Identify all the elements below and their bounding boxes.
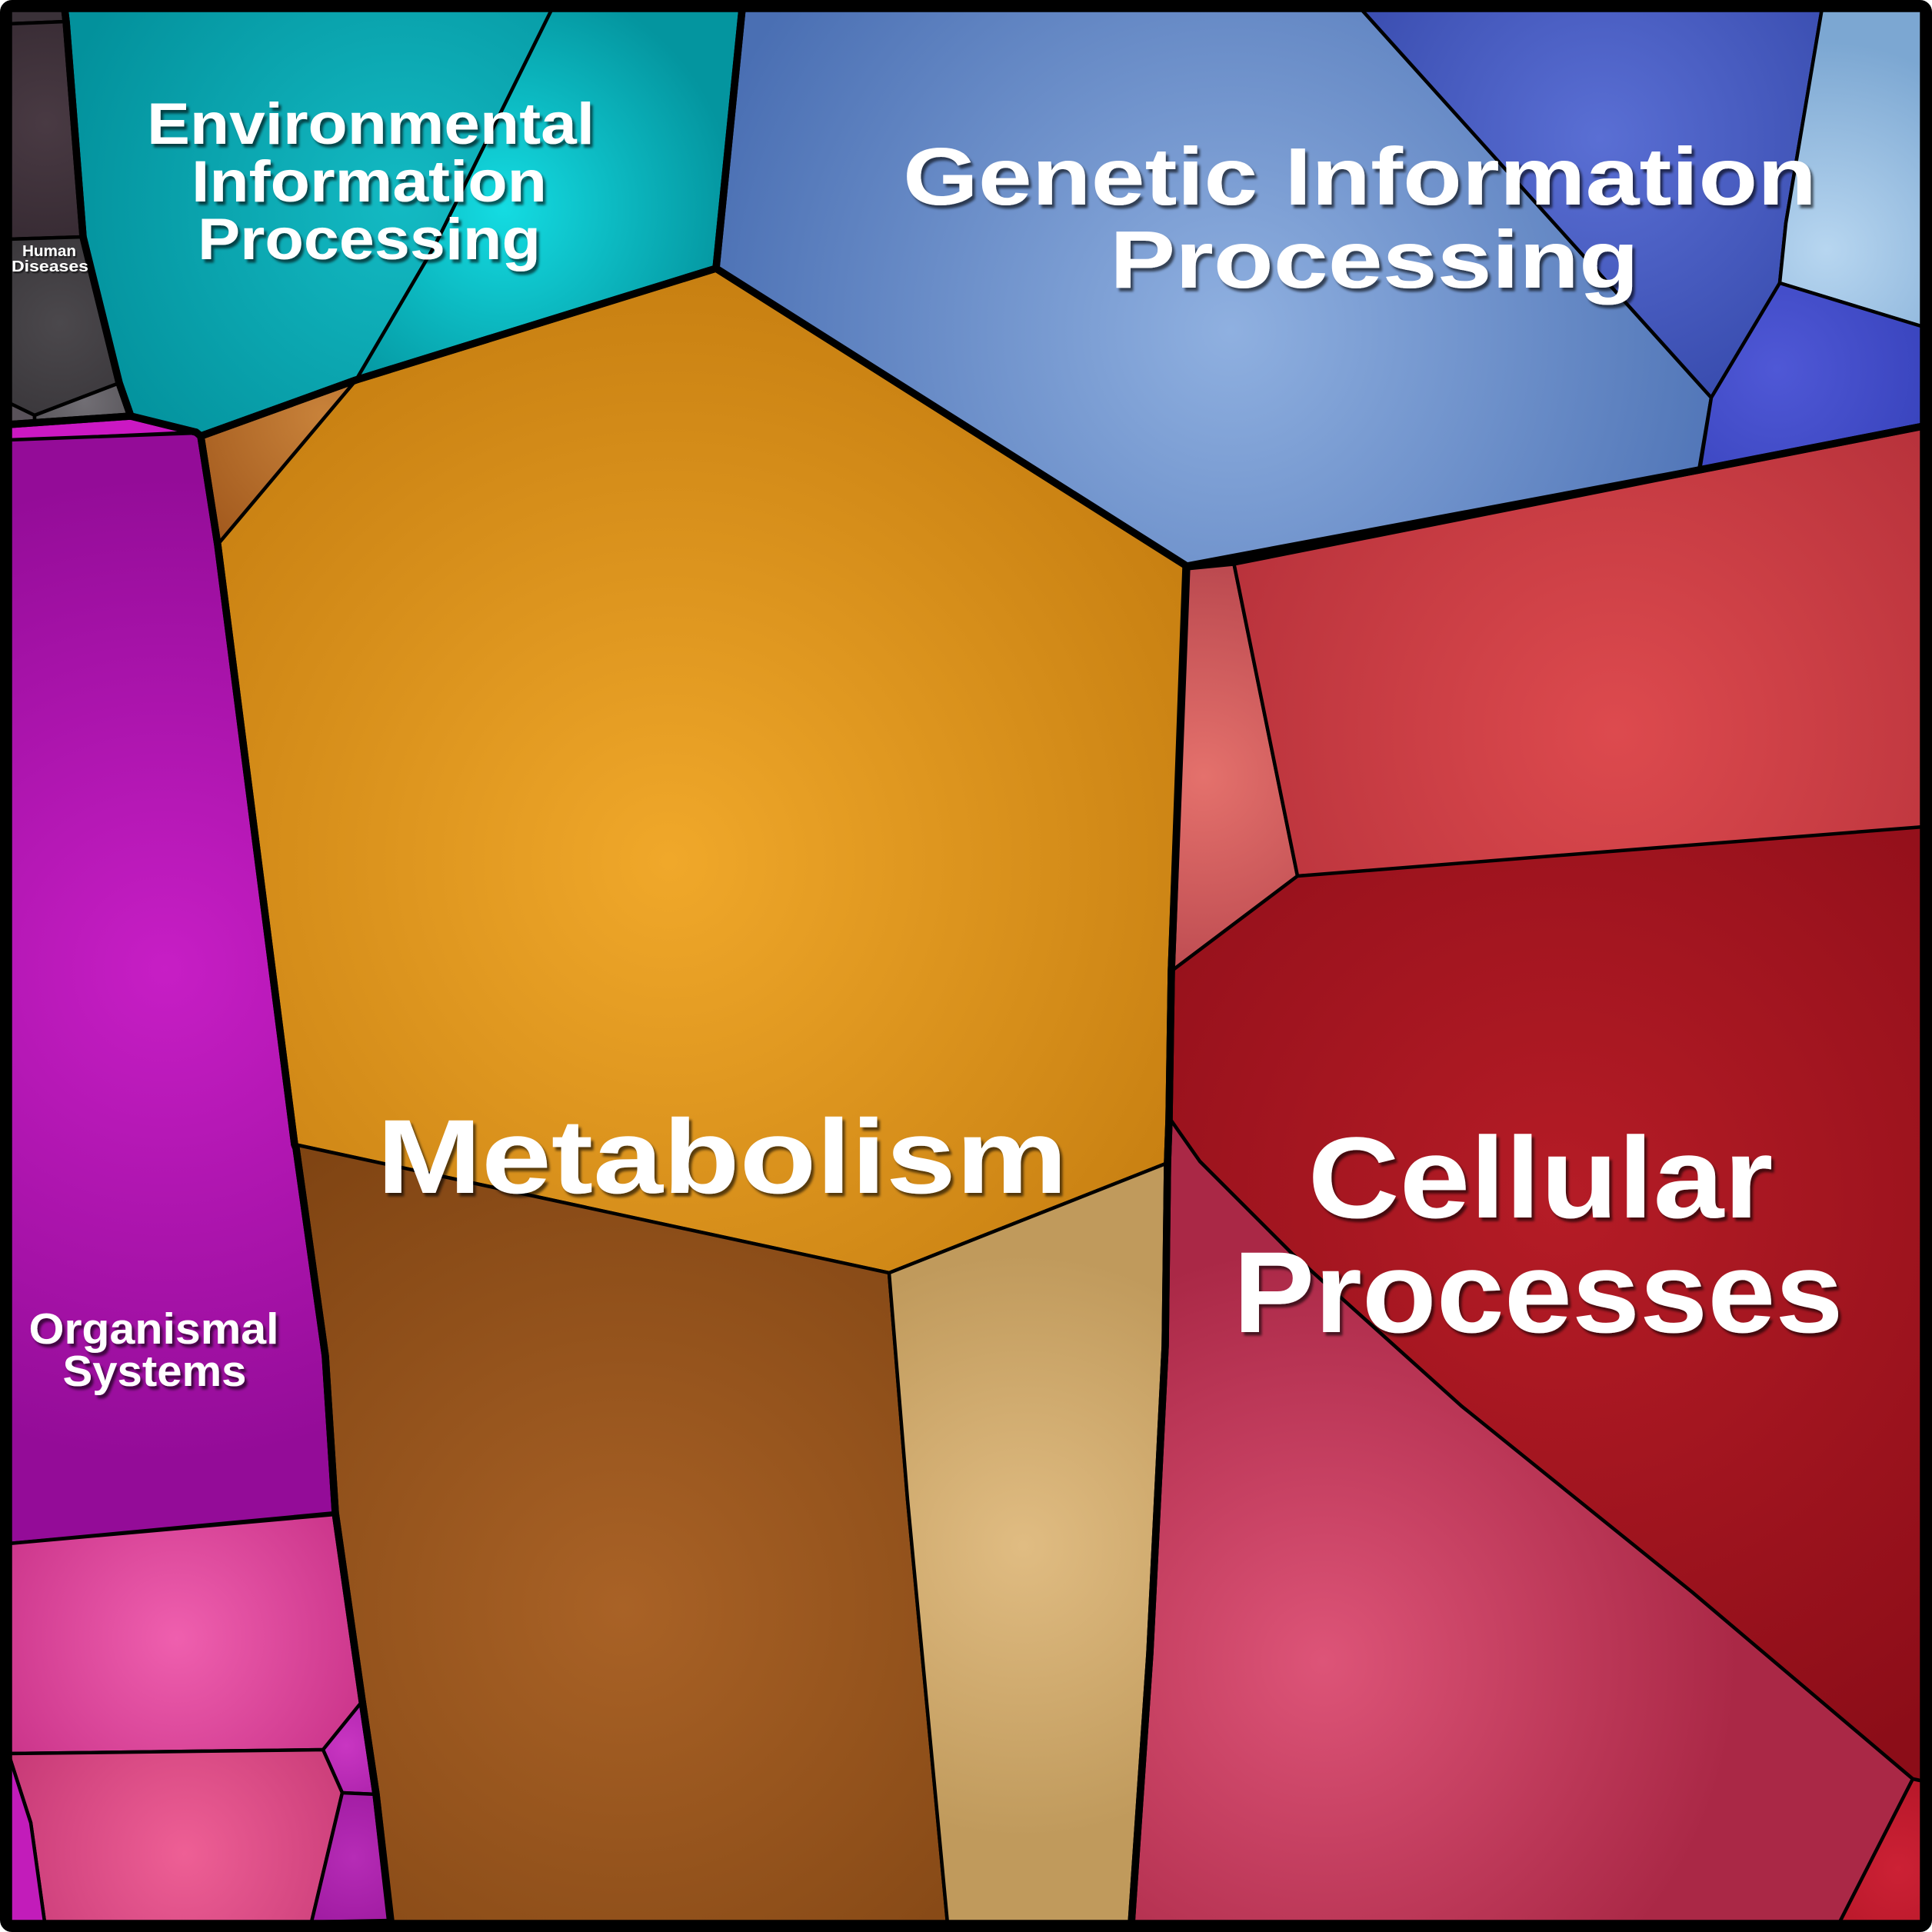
svg-text:Cellular: Cellular: [1308, 1113, 1774, 1242]
svg-text:Systems: Systems: [63, 1347, 247, 1396]
svg-text:Organismal: Organismal: [29, 1304, 279, 1354]
svg-text:Processes: Processes: [1234, 1227, 1844, 1357]
svg-text:Information: Information: [192, 149, 547, 215]
svg-text:Metabolism: Metabolism: [377, 1098, 1068, 1216]
svg-text:Diseases: Diseases: [12, 258, 88, 275]
svg-text:Processing: Processing: [1110, 215, 1639, 305]
svg-text:Genetic Information: Genetic Information: [903, 132, 1817, 222]
svg-text:Human: Human: [22, 243, 76, 260]
svg-text:Environmental: Environmental: [147, 92, 595, 157]
svg-text:Processing: Processing: [198, 207, 541, 272]
